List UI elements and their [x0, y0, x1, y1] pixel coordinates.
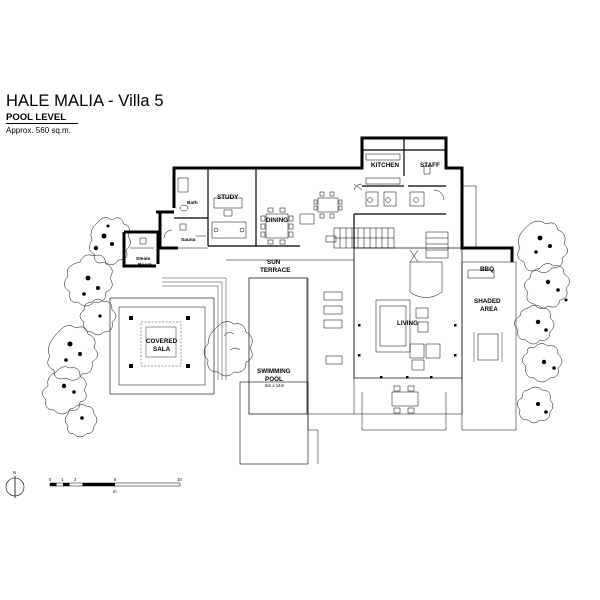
- label-sun-terrace-2: TERRACE: [260, 267, 290, 274]
- staircase-2: [409, 231, 449, 263]
- sala-columns: [129, 316, 190, 368]
- label-covered-sala-1: COVERED: [146, 338, 178, 345]
- bath-fittings: [139, 177, 206, 245]
- label-dining: DINING: [266, 217, 288, 224]
- label-shaded-2: AREA: [480, 306, 498, 313]
- label-pool-size: 5m x 14m: [265, 383, 285, 388]
- level-label: POOL LEVEL: [6, 112, 67, 123]
- tree-texture-left: [61, 224, 114, 420]
- label-sauna: Sauna: [181, 237, 196, 243]
- kitchen-fittings: [365, 153, 445, 207]
- interior-walls: [174, 138, 446, 248]
- scale-tick-0: 0: [49, 477, 52, 482]
- scale-tick-2: 2: [74, 477, 77, 482]
- kitchen-door: [353, 183, 363, 191]
- terrace-dining: [361, 385, 447, 431]
- label-study: STUDY: [217, 194, 239, 201]
- living-sofa-set: [375, 299, 441, 371]
- shaded-area: [461, 261, 517, 431]
- north-arrow-icon: N: [5, 470, 25, 498]
- living-columns: [358, 324, 457, 379]
- area-label: Approx. 560 sq.m.: [6, 126, 71, 135]
- label-staff: STAFF: [420, 162, 440, 169]
- dining-table-2: [299, 191, 343, 243]
- staircase: [333, 227, 395, 249]
- tree-cluster-right: [514, 220, 570, 424]
- scale-unit: m: [113, 489, 117, 494]
- label-steam-room-2: Room: [138, 262, 152, 268]
- plan-title: HALE MALIA - Villa 5: [6, 92, 164, 110]
- sala-steps: [162, 277, 227, 380]
- label-sun-terrace-1: SUN: [267, 259, 281, 266]
- level-underline: [6, 123, 78, 124]
- label-living: LIVING: [397, 320, 418, 327]
- label-pool-2: POOL: [265, 376, 283, 383]
- label-kitchen: KITCHEN: [371, 162, 399, 169]
- living-round-feature: [409, 261, 443, 298]
- pool-deck: [226, 259, 354, 464]
- label-shaded-1: SHADED: [474, 298, 501, 305]
- label-bath: Bath: [187, 200, 198, 206]
- thin-walls: [130, 185, 477, 249]
- tree-center: [203, 321, 253, 377]
- label-bbq: BBQ: [480, 266, 494, 273]
- scale-bar: 0 1 2 5 10 m: [49, 477, 182, 494]
- scale-tick-10: 10: [177, 477, 182, 482]
- covered-sala: [109, 297, 215, 395]
- exterior-walls: [122, 136, 514, 268]
- label-steam-room-1: Steam: [136, 256, 150, 262]
- scale-tick-1: 1: [61, 477, 64, 482]
- label-covered-sala-2: SALA: [153, 346, 171, 353]
- study-furniture: [211, 197, 247, 239]
- sun-loungers: [323, 291, 343, 365]
- label-pool-1: SWIMMING: [257, 368, 291, 375]
- tree-texture-right: [534, 235, 568, 414]
- tree-cluster-left: [42, 217, 131, 438]
- north-label: N: [13, 470, 16, 475]
- scale-tick-5: 5: [114, 477, 117, 482]
- dining-table: [260, 207, 294, 245]
